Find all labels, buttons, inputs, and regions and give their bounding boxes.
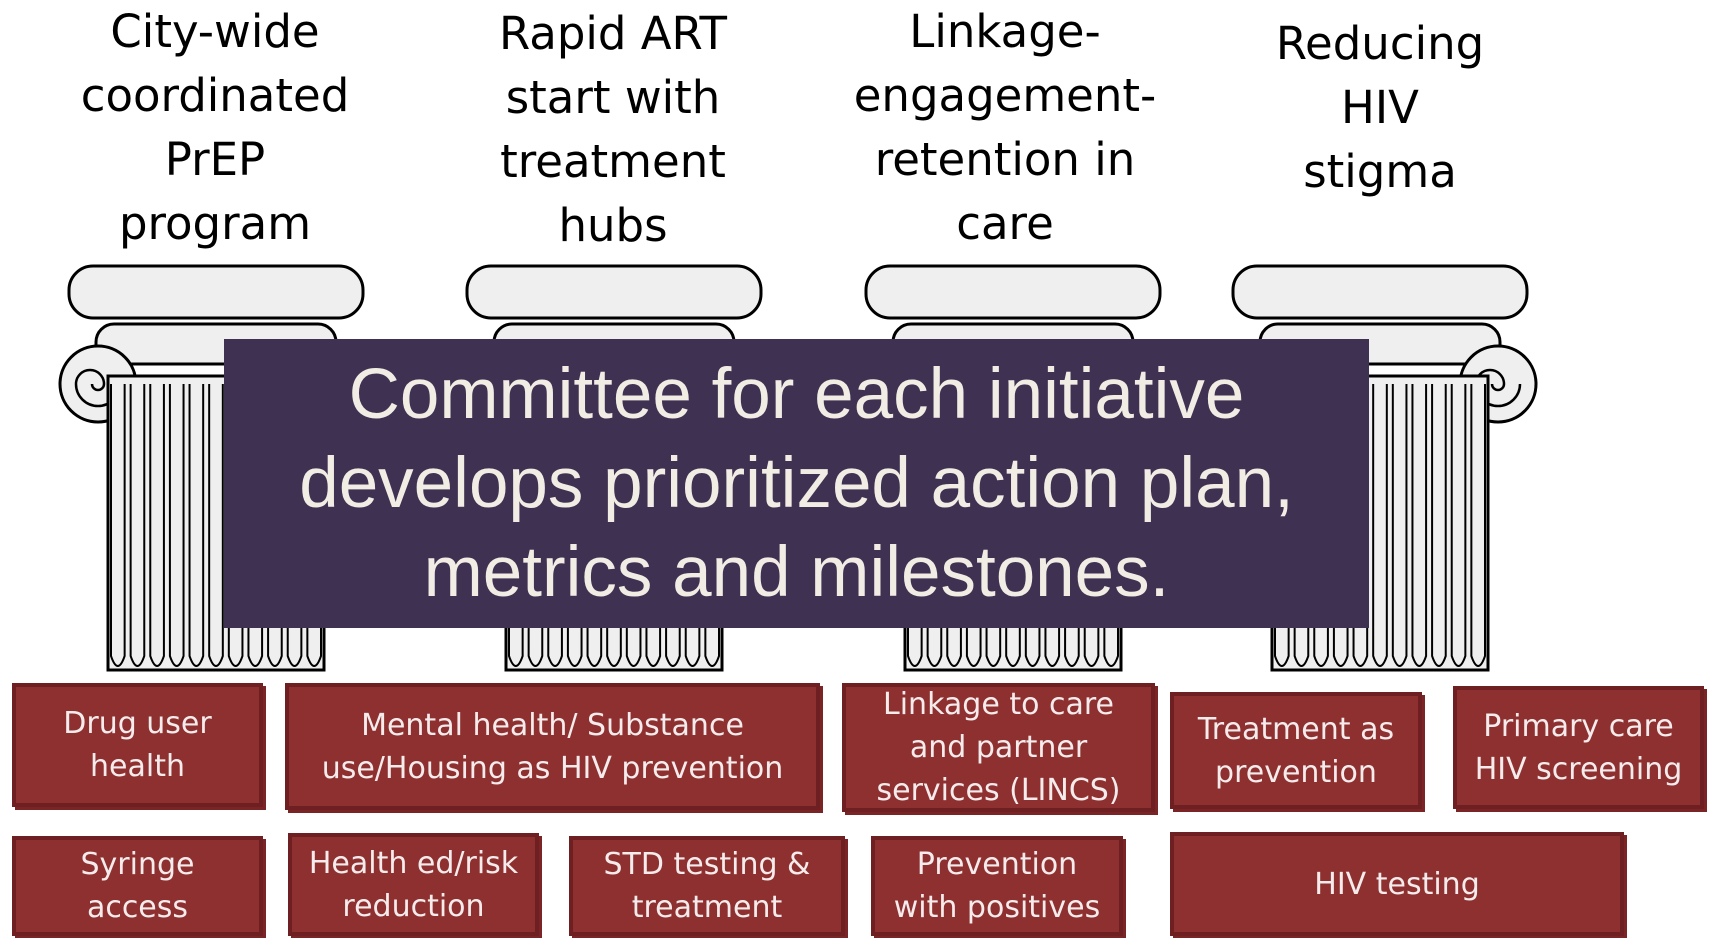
box-prevention-positives: Prevention with positives bbox=[871, 836, 1123, 936]
box-mental-health-housing: Mental health/ Substance use/Housing as … bbox=[285, 683, 820, 810]
column-flute bbox=[684, 384, 701, 667]
column-flute bbox=[586, 384, 603, 667]
committee-banner: Committee for each initiative develops p… bbox=[224, 339, 1369, 628]
column-flute bbox=[247, 384, 264, 667]
column-flute bbox=[1044, 384, 1061, 667]
column-flute bbox=[1064, 384, 1080, 667]
column-flute bbox=[566, 384, 583, 667]
column-abacus bbox=[67, 264, 365, 320]
column-abacus bbox=[1231, 264, 1529, 320]
column-flute bbox=[129, 384, 146, 667]
column-flute bbox=[227, 384, 244, 667]
pillar-title-linkage: Linkage- engagement- retention in care bbox=[853, 5, 1157, 250]
pillar-title-prep: City-wide coordinated PrEP program bbox=[80, 5, 350, 250]
column-flute bbox=[110, 384, 126, 667]
column-volute-spiral bbox=[74, 368, 122, 408]
column-flute bbox=[168, 384, 185, 667]
column-flute bbox=[1332, 384, 1349, 667]
box-drug-user-health: Drug user health bbox=[12, 683, 263, 807]
box-hiv-testing: HIV testing bbox=[1170, 832, 1624, 936]
column-flute bbox=[1352, 384, 1369, 667]
column-flute bbox=[985, 384, 1002, 667]
column-flute bbox=[1005, 384, 1021, 667]
column-flute bbox=[547, 384, 563, 667]
box-primary-care-screening: Primary care HIV screening bbox=[1453, 686, 1704, 809]
column-flute bbox=[665, 384, 681, 667]
column-flute bbox=[926, 384, 943, 667]
column-flute bbox=[645, 384, 662, 667]
column-flute bbox=[907, 384, 923, 667]
column-flute bbox=[1372, 384, 1388, 667]
box-lincs: Linkage to care and partner services (LI… bbox=[842, 683, 1155, 812]
column-flute bbox=[208, 384, 224, 667]
box-std-testing: STD testing & treatment bbox=[569, 836, 845, 936]
column-flute bbox=[1450, 384, 1467, 667]
column-flute bbox=[306, 384, 322, 667]
column-flute bbox=[508, 384, 524, 667]
box-treatment-as-prevention: Treatment as prevention bbox=[1170, 692, 1422, 809]
column-flute bbox=[1391, 384, 1408, 667]
column-abacus bbox=[465, 264, 763, 320]
column-flute bbox=[946, 384, 962, 667]
box-health-ed: Health ed/risk reduction bbox=[288, 833, 539, 936]
column-abacus bbox=[864, 264, 1162, 320]
column-flute bbox=[1274, 384, 1290, 667]
box-syringe-access: Syringe access bbox=[12, 836, 263, 936]
column-flute bbox=[267, 384, 283, 667]
column-flute bbox=[1470, 384, 1486, 667]
column-flute bbox=[625, 384, 642, 667]
pillar-title-stigma: Reducing HIV stigma bbox=[1275, 17, 1485, 198]
column-flute bbox=[1293, 384, 1310, 667]
column-flute bbox=[1024, 384, 1041, 667]
column-flute bbox=[1103, 384, 1119, 667]
column-flute bbox=[704, 384, 720, 667]
column-flute bbox=[527, 384, 544, 667]
column-flute bbox=[188, 384, 205, 667]
column-flute bbox=[1313, 384, 1329, 667]
banner-text: Committee for each initiative develops p… bbox=[299, 355, 1294, 612]
column-flute bbox=[1431, 384, 1447, 667]
column-flute bbox=[286, 384, 303, 667]
column-flute bbox=[606, 384, 622, 667]
column-flute bbox=[965, 384, 982, 667]
column-flute bbox=[149, 384, 165, 667]
column-flute bbox=[1083, 384, 1100, 667]
pillar-title-rapid-art: Rapid ART start with treatment hubs bbox=[498, 7, 728, 252]
column-flute bbox=[1411, 384, 1428, 667]
